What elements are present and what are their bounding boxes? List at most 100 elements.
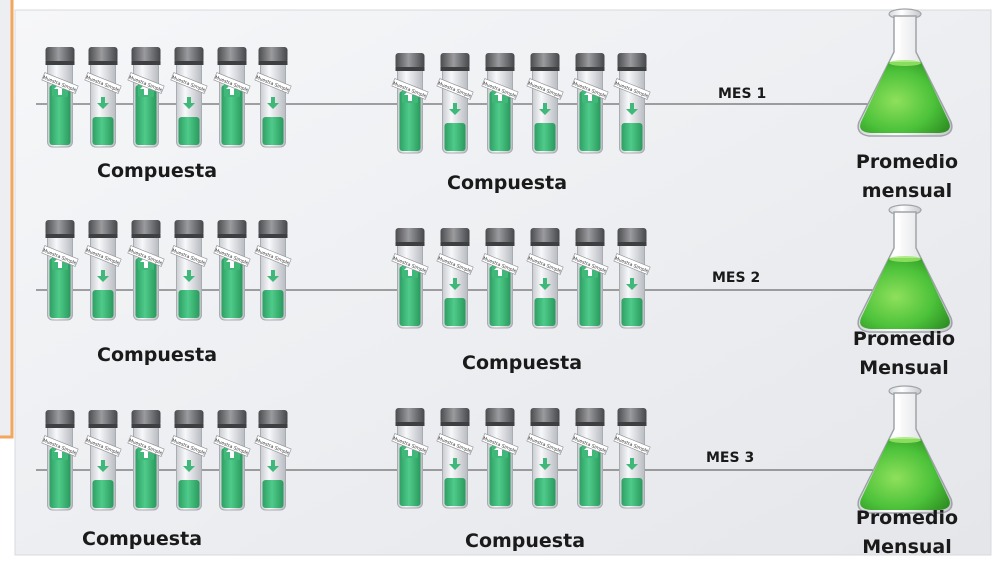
sample-tube: Muestra Simple: [526, 408, 564, 509]
tube-cap: [575, 228, 605, 244]
arrow-down-icon: [626, 278, 638, 290]
monthly-average-label: Promedio: [855, 151, 959, 173]
sample-tube: Muestra Simple: [254, 47, 292, 148]
sample-tube: Muestra Simple: [127, 220, 165, 321]
sample-tube: Muestra Simple: [526, 228, 564, 329]
tube-cap: [174, 220, 204, 236]
tube-cap: [440, 228, 470, 244]
sample-tube: Muestra Simple: [41, 47, 79, 148]
tube-cap: [617, 228, 647, 244]
sample-tube: Muestra Simple: [571, 408, 609, 509]
sample-tube: Muestra Simple: [613, 53, 651, 154]
monthly-average-label: Promedio: [855, 507, 959, 529]
arrow-down-icon: [97, 270, 109, 282]
composite-label: Compuesta: [447, 172, 568, 194]
tube-cap: [395, 228, 425, 244]
arrow-down-icon: [267, 460, 279, 472]
tube-cap: [88, 410, 118, 426]
tube-cap: [395, 408, 425, 424]
month-label: MES 3: [706, 450, 755, 466]
month-label: MES 1: [718, 86, 767, 102]
sample-tube: Muestra Simple: [391, 53, 429, 154]
tube-cap: [617, 408, 647, 424]
tube-cap: [485, 53, 515, 69]
tube-cap: [45, 220, 75, 236]
tube-cap: [575, 408, 605, 424]
side-panel: [0, 0, 14, 439]
sample-tube: Muestra Simple: [84, 47, 122, 148]
arrow-down-icon: [539, 278, 551, 290]
tube-cap: [174, 47, 204, 63]
tube-cap: [131, 410, 161, 426]
sample-tube: Muestra Simple: [170, 220, 208, 321]
tube-cap: [530, 53, 560, 69]
composite-label: Compuesta: [97, 344, 218, 366]
tube-cap: [617, 53, 647, 69]
arrow-down-icon: [449, 103, 461, 115]
tube-cap: [217, 220, 247, 236]
arrow-down-icon: [539, 103, 551, 115]
sample-tube: Muestra Simple: [84, 220, 122, 321]
sample-tube: Muestra Simple: [391, 408, 429, 509]
monthly-average-label: Promedio: [852, 328, 956, 350]
arrow-down-icon: [539, 458, 551, 470]
sample-tube: Muestra Simple: [254, 220, 292, 321]
tube-cap: [530, 228, 560, 244]
arrow-down-icon: [183, 97, 195, 109]
sample-tube: Muestra Simple: [41, 410, 79, 511]
sample-tube: Muestra Simple: [213, 410, 251, 511]
tube-cap: [485, 228, 515, 244]
tube-cap: [88, 220, 118, 236]
composite-label: Compuesta: [465, 530, 586, 552]
monthly-average-label: Mensual: [862, 536, 952, 558]
monthly-average-label: Mensual: [859, 357, 949, 379]
sample-tube: Muestra Simple: [526, 53, 564, 154]
arrow-down-icon: [449, 278, 461, 290]
composite-label: Compuesta: [82, 528, 203, 550]
tube-cap: [131, 47, 161, 63]
sample-tube: Muestra Simple: [170, 410, 208, 511]
sample-tube: Muestra Simple: [436, 408, 474, 509]
tube-cap: [485, 408, 515, 424]
tube-cap: [440, 408, 470, 424]
arrow-down-icon: [267, 97, 279, 109]
sample-tube: Muestra Simple: [613, 408, 651, 509]
tube-cap: [258, 47, 288, 63]
tube-cap: [217, 47, 247, 63]
sample-tube: Muestra Simple: [41, 220, 79, 321]
sample-tube: Muestra Simple: [254, 410, 292, 511]
arrow-down-icon: [449, 458, 461, 470]
sample-tube: Muestra Simple: [170, 47, 208, 148]
arrow-down-icon: [183, 270, 195, 282]
arrow-down-icon: [97, 97, 109, 109]
monthly-average-label: mensual: [861, 180, 953, 202]
tube-cap: [258, 410, 288, 426]
tube-cap: [45, 47, 75, 63]
sample-tube: Muestra Simple: [84, 410, 122, 511]
flask-icon: [857, 8, 953, 137]
tube-cap: [88, 47, 118, 63]
sample-tube: Muestra Simple: [481, 53, 519, 154]
flask-icon: [857, 385, 953, 514]
composite-label: Compuesta: [462, 352, 583, 374]
tube-cap: [575, 53, 605, 69]
tube-cap: [258, 220, 288, 236]
sample-tube: Muestra Simple: [481, 408, 519, 509]
sample-tube: Muestra Simple: [213, 47, 251, 148]
sample-tube: Muestra Simple: [391, 228, 429, 329]
flask-icon: [857, 204, 953, 333]
sample-tube: Muestra Simple: [436, 228, 474, 329]
sample-tube: Muestra Simple: [436, 53, 474, 154]
arrow-down-icon: [97, 460, 109, 472]
arrow-down-icon: [267, 270, 279, 282]
arrow-down-icon: [183, 460, 195, 472]
tube-cap: [45, 410, 75, 426]
sample-tube: Muestra Simple: [213, 220, 251, 321]
tube-cap: [395, 53, 425, 69]
month-label: MES 2: [712, 270, 761, 286]
